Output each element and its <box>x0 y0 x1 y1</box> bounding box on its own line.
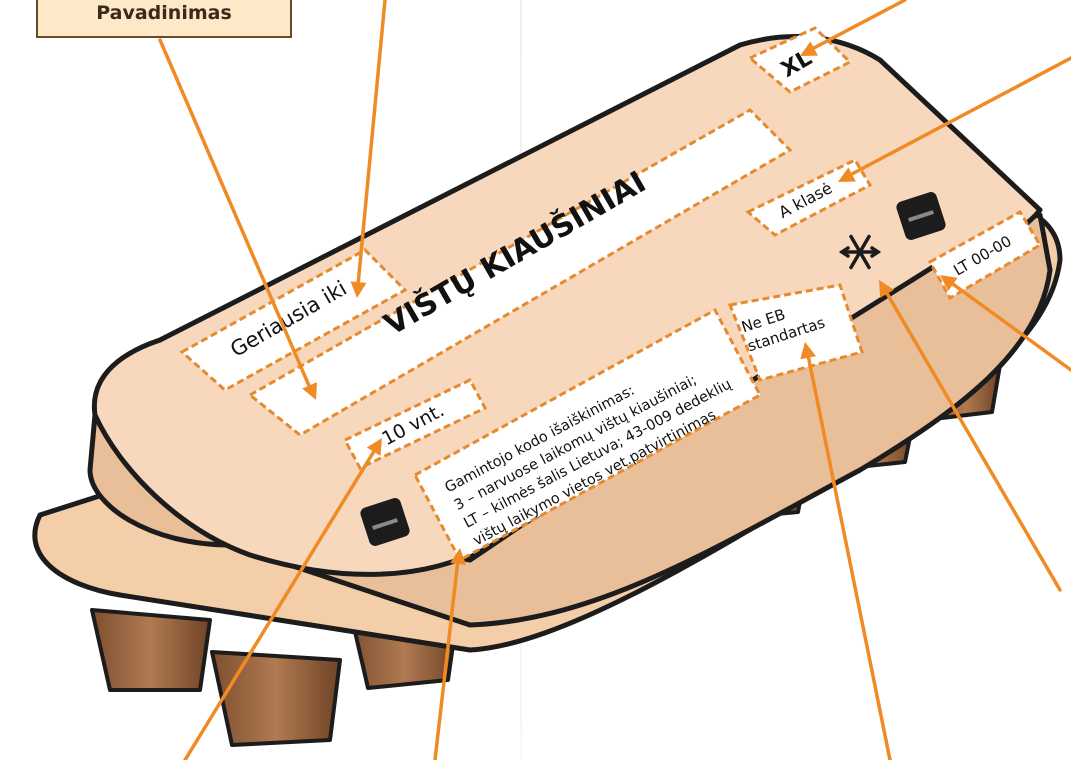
arrow-producer-code <box>433 558 460 760</box>
arrow-grade <box>848 56 1071 177</box>
arrowhead-packing-code <box>940 275 958 291</box>
product-name-box <box>247 108 793 437</box>
arrowhead-producer-code <box>450 548 467 565</box>
arrow-name <box>158 38 312 390</box>
arrow-non-eu <box>806 353 892 760</box>
callout-box-name: Pavadinimas <box>36 0 292 38</box>
vent-hole-left <box>360 498 410 546</box>
arrowhead-quantity <box>366 438 382 456</box>
best-before-box <box>179 248 408 392</box>
arrow-heads <box>302 41 958 565</box>
callout-arrows <box>158 0 1071 760</box>
arrow-best-before <box>356 0 387 287</box>
arrowhead-non-eu <box>800 342 817 360</box>
callout-box-label: Pavadinimas <box>96 2 232 24</box>
arrow-packing-code <box>948 280 1071 372</box>
arrowhead-best-before <box>350 281 367 298</box>
snowflake-icon <box>838 234 882 270</box>
arrow-size <box>808 0 907 52</box>
producer-code-box <box>412 307 763 563</box>
arrowhead-grade <box>838 167 856 182</box>
grade-box <box>745 158 873 237</box>
non-eu-box <box>727 283 864 382</box>
arrowhead-size <box>800 41 818 56</box>
packing-code-box <box>927 209 1043 301</box>
arrow-storage <box>883 288 1062 592</box>
arrowhead-storage <box>879 280 894 298</box>
vent-hole-right <box>896 192 946 240</box>
arrow-quantity <box>183 446 378 760</box>
arrowhead-name <box>302 382 318 400</box>
